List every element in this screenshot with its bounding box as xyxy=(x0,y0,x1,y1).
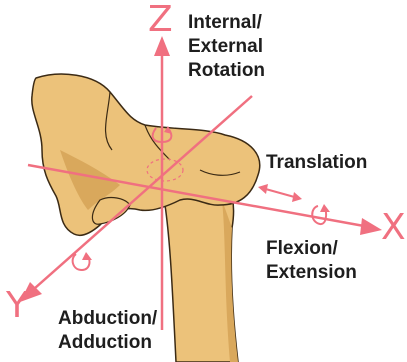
abduction-label-line2: Adduction xyxy=(58,332,152,354)
rotation-label-line1: Internal/ xyxy=(188,12,262,34)
rotation-label-line3: Rotation xyxy=(188,60,265,82)
translation-arrow xyxy=(262,188,298,198)
flexion-label-line1: Flexion/ xyxy=(266,238,338,260)
x-axis-arrowhead xyxy=(360,218,382,235)
translation-arrowhead-left-icon xyxy=(258,184,268,194)
x-axis-label: X xyxy=(381,210,406,246)
y-rotation-arrow-icon xyxy=(82,252,92,260)
z-axis-label: Z xyxy=(148,2,173,38)
flexion-label-line2: Extension xyxy=(266,262,357,284)
translation-arrowhead-right-icon xyxy=(292,192,302,202)
abduction-label-line1: Abduction/ xyxy=(58,308,157,330)
rotation-label-line2: External xyxy=(188,36,263,58)
y-axis-label: Y xyxy=(6,288,28,324)
translation-label: Translation xyxy=(266,152,367,174)
x-rotation-arrow-icon xyxy=(320,204,330,212)
